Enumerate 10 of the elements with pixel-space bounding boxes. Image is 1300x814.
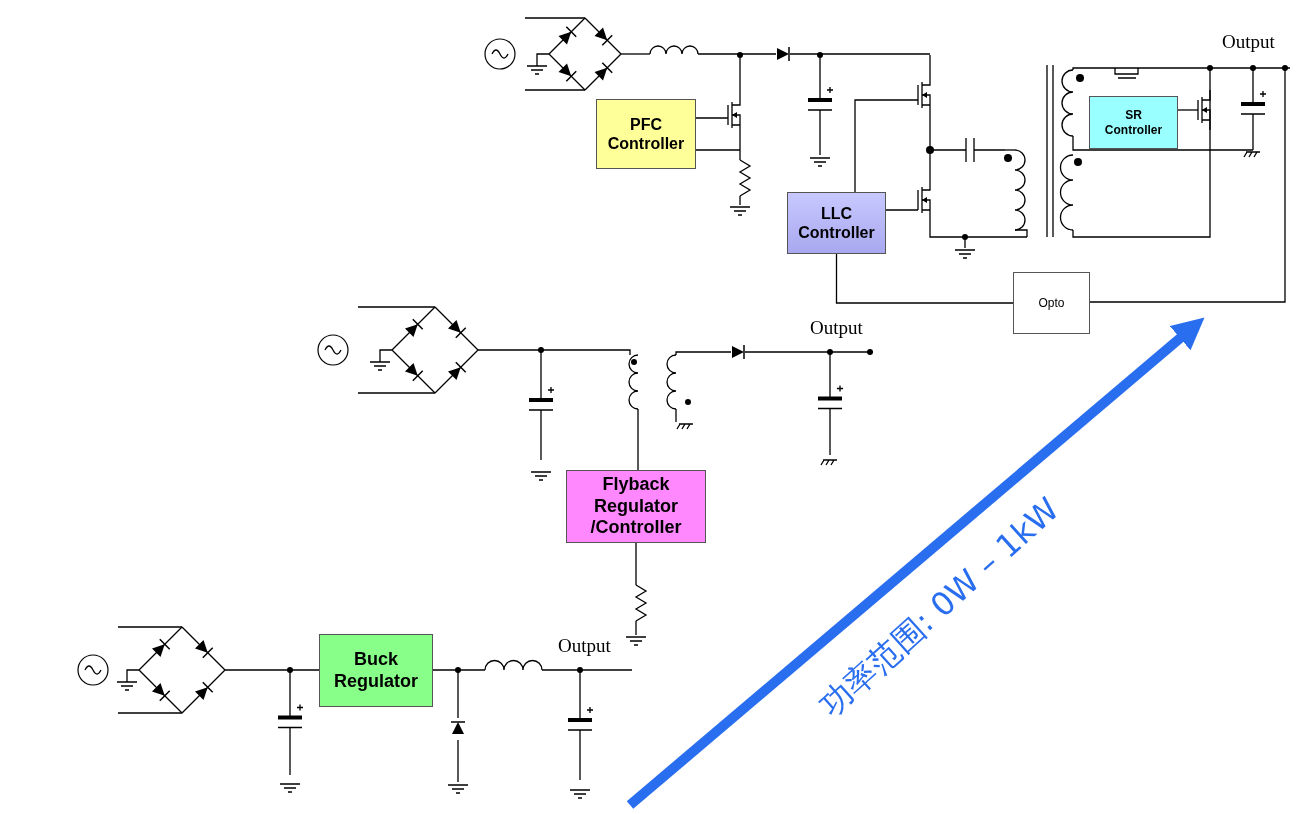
connector-line	[835, 253, 1014, 304]
controller-box: PFC Controller	[596, 99, 696, 169]
output-label: Output	[810, 317, 863, 339]
controller-box: LLC Controller	[787, 192, 886, 254]
optocoupler-box: Opto	[1013, 272, 1090, 334]
output-label: Output	[1222, 31, 1275, 53]
regulator-box: Flyback Regulator /Controller	[566, 470, 706, 543]
regulator-box: Buck Regulator	[319, 634, 433, 707]
controller-box: SR Controller	[1089, 96, 1178, 149]
output-label: Output	[558, 635, 611, 657]
